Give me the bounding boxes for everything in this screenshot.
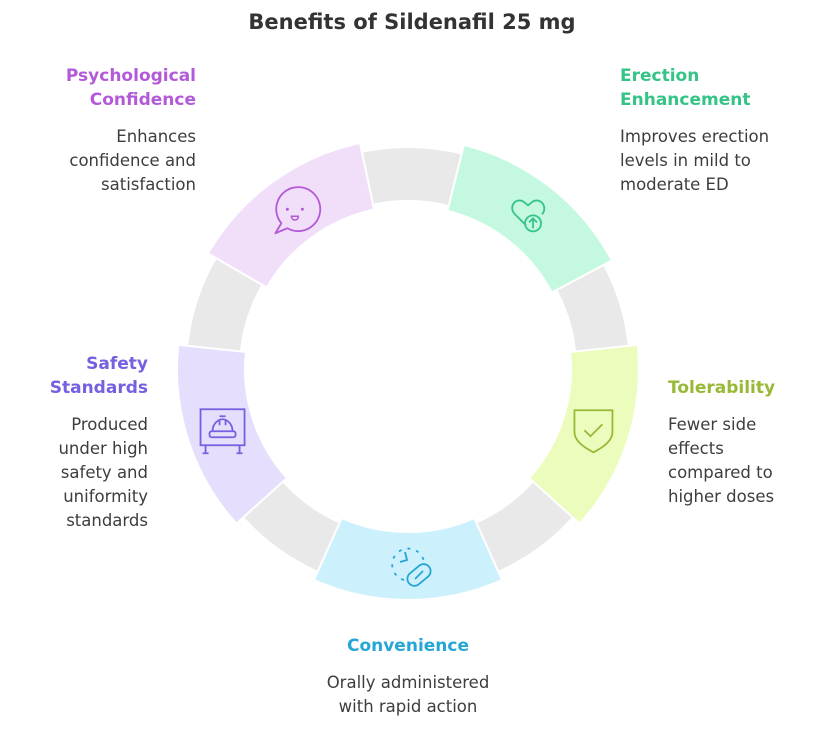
safety-description: Produced under high safety and uniformit…: [0, 413, 148, 533]
convenience-heading: Convenience: [258, 634, 558, 658]
clock-pill-icon: [391, 547, 432, 587]
hard-hat-board-icon: [199, 408, 246, 455]
desc-line: Fewer side: [668, 415, 757, 434]
diagram-title: Benefits of Sildenafil 25 mg: [248, 10, 576, 34]
psychological-description: Enhances confidence and satisfaction: [0, 125, 196, 197]
desc-line: standards: [66, 511, 148, 530]
shield-check-icon: [573, 409, 614, 454]
convenience-description: Orally administered with rapid action: [258, 671, 558, 719]
safety-heading: Safety Standards: [0, 352, 148, 400]
desc-line: effects: [668, 439, 724, 458]
desc-line: satisfaction: [101, 175, 196, 194]
desc-line: confidence and: [69, 151, 196, 170]
heading-line: Safety: [86, 354, 148, 374]
desc-line: higher doses: [668, 487, 775, 506]
erection-description: Improves erection levels in mild to mode…: [620, 125, 769, 197]
tolerability-description: Fewer side effects compared to higher do…: [668, 413, 774, 509]
segment-safety: [176, 343, 289, 525]
heading-line: Enhancement: [620, 90, 751, 110]
heading-line: Psychological: [65, 66, 196, 86]
segment-tolerability: [527, 343, 640, 525]
heart-arrow-up-icon: [511, 199, 546, 233]
desc-line: safety and: [60, 463, 148, 482]
desc-line: Produced: [71, 415, 148, 434]
desc-line: moderate ED: [620, 175, 729, 194]
tolerability-heading: Tolerability: [668, 376, 775, 400]
psychological-heading: Psychological Confidence: [0, 64, 196, 112]
heading-line: Standards: [49, 378, 148, 398]
desc-line: Enhances: [116, 127, 196, 146]
desc-line: uniformity: [63, 487, 148, 506]
smiley-speech-bubble-icon: [274, 186, 322, 235]
desc-line: Orally administered: [326, 673, 490, 692]
heading-line: Confidence: [89, 90, 196, 110]
segment-convenience: [312, 516, 504, 601]
desc-line: under high: [58, 439, 148, 458]
desc-line: compared to: [668, 463, 773, 482]
heading-line: Convenience: [346, 636, 470, 656]
segment-psychological: [206, 141, 376, 289]
desc-line: with rapid action: [338, 697, 478, 716]
erection-heading: Erection Enhancement: [620, 64, 750, 112]
desc-line: levels in mild to: [620, 151, 751, 170]
desc-line: Improves erection: [620, 127, 770, 146]
heading-line: Tolerability: [668, 378, 776, 398]
segment-erection: [446, 143, 614, 294]
heading-line: Erection: [620, 66, 700, 86]
